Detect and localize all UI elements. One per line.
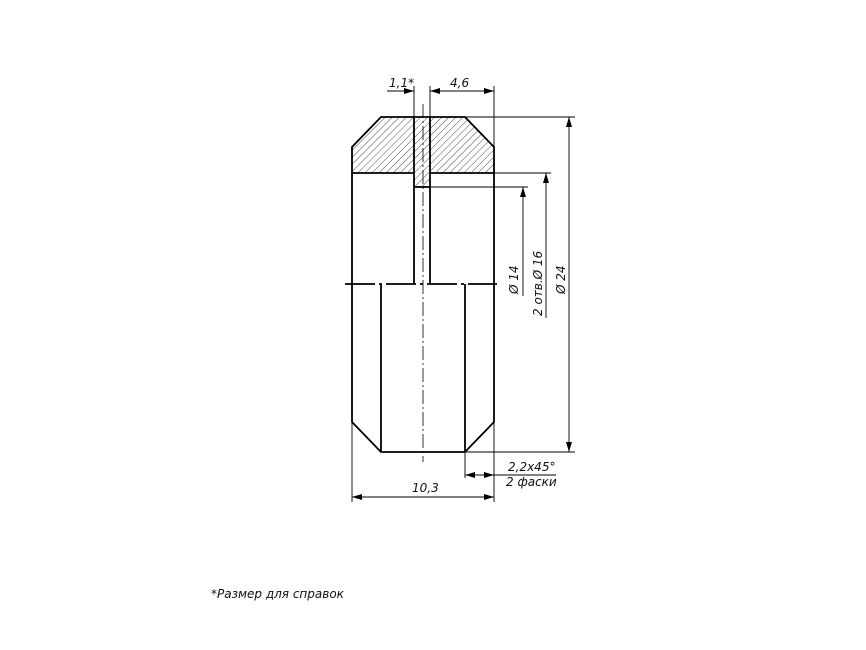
outer-diameter-dimension: Ø 24: [554, 265, 568, 295]
slot-width-dimension: 1,1*: [389, 76, 414, 90]
top-dimensions: 1,1* 4,6: [387, 76, 495, 147]
inner-diameter-dimension: Ø 14: [507, 265, 521, 295]
length-dimension: 10,3: [351, 422, 494, 502]
slot-offset-dimension: 4,6: [450, 76, 469, 90]
footnote: *Размер для справок: [211, 587, 345, 601]
center-lines: [345, 104, 497, 462]
chamfer-count: 2 фаски: [506, 475, 557, 489]
diameter-dimensions: Ø 14 2 отв.Ø 16 Ø 24: [430, 116, 575, 453]
chamfer-size: 2,2x45°: [508, 460, 555, 474]
holes-diameter-dimension: 2 отв.Ø 16: [531, 250, 545, 316]
length-value: 10,3: [412, 481, 439, 495]
chamfer-dimension: 2,2x45° 2 фаски: [464, 422, 557, 502]
